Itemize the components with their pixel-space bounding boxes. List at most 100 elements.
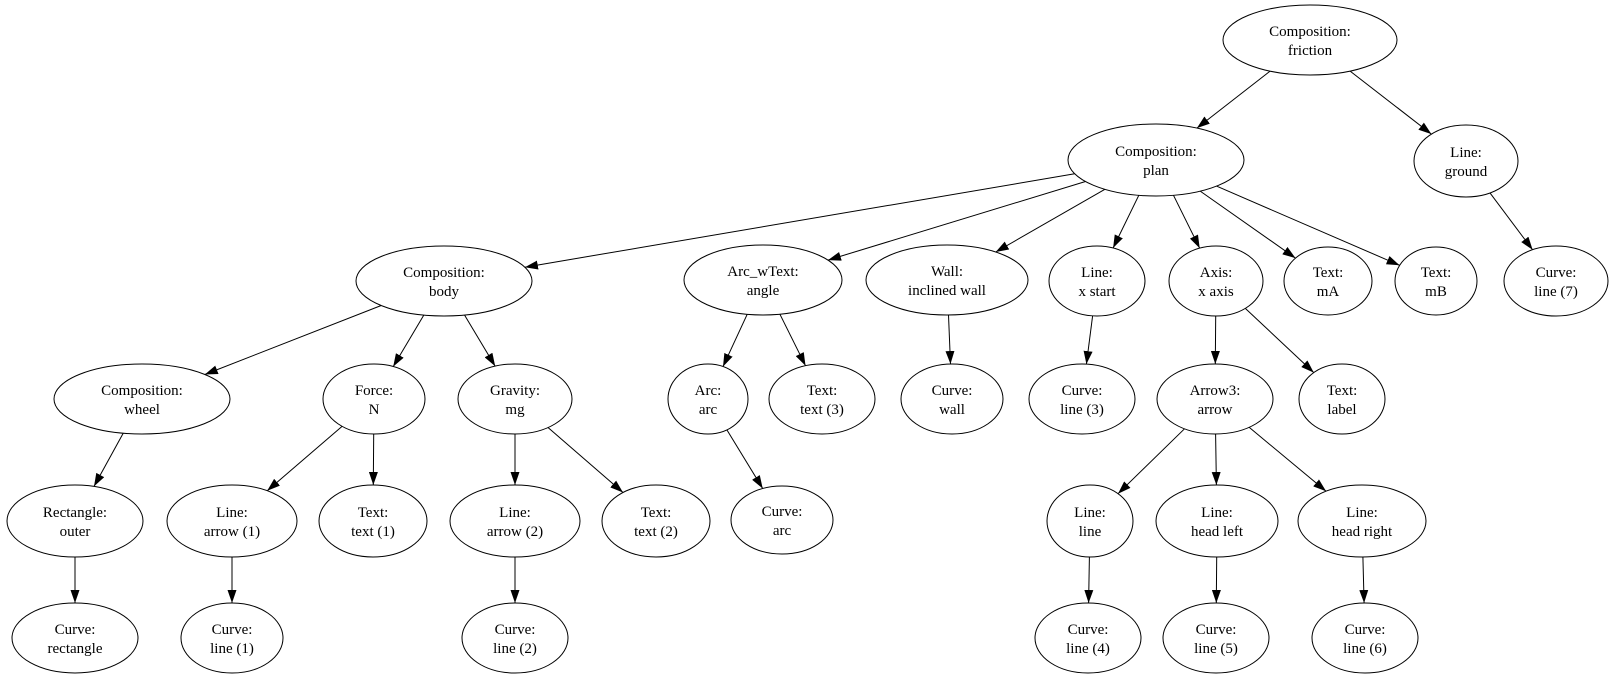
edge-plan-wall [995,188,1106,253]
node-label-text1: Text:text (1) [351,505,395,540]
node-ellipse-lineNode [1046,484,1134,558]
node-label-wheel: Composition:wheel [101,383,183,418]
edge-arc-curvearc [726,429,764,489]
node-arrow1: Line:arrow (1) [166,484,298,558]
edge-ground-line7 [1489,192,1534,251]
edge-plan-mB [1216,185,1400,266]
node-forceN: Force:N [322,363,426,435]
node-curvewall: Curve:wall [900,363,1004,435]
node-ellipse-cline5 [1162,602,1270,674]
node-label-ground: Line:ground [1445,145,1488,180]
node-label-headright: Line:head right [1332,505,1393,540]
edge-arrow3-lineNode [1117,428,1185,495]
node-ellipse-plan [1067,123,1245,197]
node-ellipse-curvearc [730,485,834,555]
node-label-angle: Arc_wText:angle [727,264,798,299]
node-label-curvearc: Curve:arc [762,504,803,539]
node-label-line7: Curve:line (7) [1534,265,1578,300]
node-label-mA: Text:mA [1313,265,1344,300]
node-ellipse-cline1 [180,602,284,674]
edge-plan-angle [827,181,1086,261]
node-ellipse-angle [683,244,843,316]
node-label-xstart: Line:x start [1078,265,1116,300]
edge-wheel-outer [93,432,124,487]
node-mB: Text:mB [1394,246,1478,316]
node-arrow2: Line:arrow (2) [449,484,581,558]
node-label-friction: Composition:friction [1269,24,1351,59]
node-arc: Arc:arc [667,363,749,435]
node-ellipse-text3 [768,363,876,435]
node-arrow3: Arrow3:arrow [1156,363,1274,435]
node-wheel: Composition:wheel [53,363,231,435]
node-body: Composition:body [355,245,533,317]
node-label: Text:label [1298,363,1386,435]
node-ellipse-body [355,245,533,317]
node-label-body: Composition:body [403,265,485,300]
edge-plan-mA [1199,190,1296,259]
node-cline5: Curve:line (5) [1162,602,1270,674]
edge-gravity-text2 [547,427,624,493]
node-headright: Line:head right [1297,484,1427,558]
node-wall: Wall:inclined wall [865,244,1029,316]
node-ellipse-friction [1222,4,1398,76]
node-ellipse-cline6 [1311,602,1419,674]
edge-headright-cline6 [1359,556,1369,604]
node-ellipse-outer [6,484,144,558]
node-label-wall: Wall:inclined wall [908,264,986,299]
node-label-plan: Composition:plan [1115,144,1197,179]
edge-plan-body [524,173,1075,270]
node-ellipse-curvewall [900,363,1004,435]
node-label-cline1: Curve:line (1) [210,622,254,657]
node-ellipse-text1 [318,484,428,558]
node-label-arc: Arc:arc [695,383,722,418]
node-ellipse-curverect [11,602,139,674]
node-label-gravity: Gravity:mg [490,383,540,418]
node-ellipse-mB [1394,246,1478,316]
edge-arrow3-headleft [1211,433,1221,486]
node-line3: Curve:line (3) [1028,363,1136,435]
node-ellipse-label [1298,363,1386,435]
edge-angle-arc [722,314,748,367]
edge-body-wheel [204,305,382,375]
node-xaxis: Axis:x axis [1168,245,1264,317]
node-curvearc: Curve:arc [730,485,834,555]
node-label-arrow2: Line:arrow (2) [487,505,543,540]
node-label-forceN: Force:N [355,383,393,418]
node-ellipse-cline4 [1034,602,1142,674]
node-label-cline5: Curve:line (5) [1194,622,1238,657]
node-ellipse-line3 [1028,363,1136,435]
edge-arrow3-headright [1248,426,1327,492]
node-ellipse-ground [1413,124,1519,198]
edge-lineNode-cline4 [1084,556,1094,604]
node-label-curverect: Curve:rectangle [48,622,103,657]
node-headleft: Line:head left [1155,484,1279,558]
node-plan: Composition:plan [1067,123,1245,197]
node-ellipse-text2 [601,484,711,558]
edge-xaxis-label [1244,308,1315,373]
node-label-cline2: Curve:line (2) [493,622,537,657]
node-angle: Arc_wText:angle [683,244,843,316]
node-ellipse-headright [1297,484,1427,558]
edge-body-forceN [392,314,425,367]
node-cline1: Curve:line (1) [180,602,284,674]
node-gravity: Gravity:mg [457,363,573,435]
node-ellipse-wheel [53,363,231,435]
edge-plan-xstart [1112,195,1140,249]
edge-friction-plan [1196,70,1271,129]
node-ellipse-arrow1 [166,484,298,558]
node-ellipse-arrow2 [449,484,581,558]
node-text2: Text:text (2) [601,484,711,558]
node-ellipse-arc [667,363,749,435]
edge-friction-ground [1349,70,1432,135]
node-label-outer: Rectangle:outer [43,505,107,540]
node-xstart: Line:x start [1048,245,1146,317]
node-cline6: Curve:line (6) [1311,602,1419,674]
node-label-cline4: Curve:line (4) [1066,622,1110,657]
node-label-lineNode: Line:line [1074,505,1106,540]
node-curverect: Curve:rectangle [11,602,139,674]
node-lineNode: Line:line [1046,484,1134,558]
node-friction: Composition:friction [1222,4,1398,76]
node-ellipse-line7 [1503,245,1609,317]
node-label-cline6: Curve:line (6) [1343,622,1387,657]
